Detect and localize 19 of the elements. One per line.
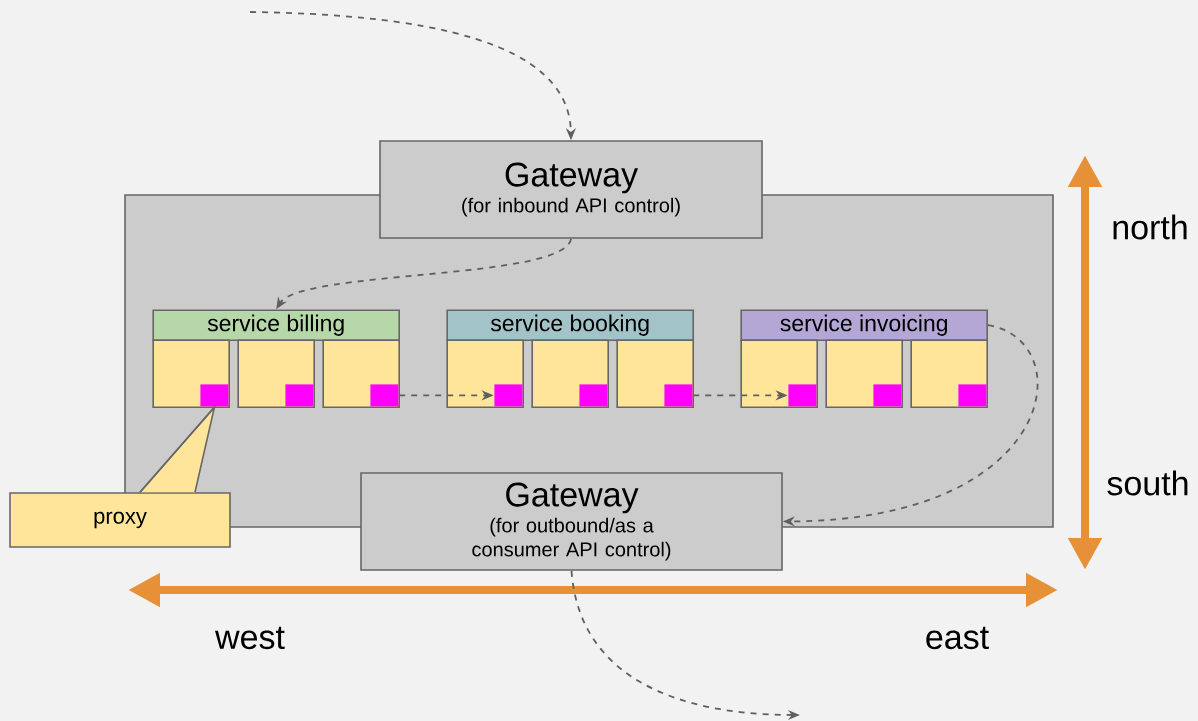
service-header: service invoicing <box>740 309 988 341</box>
callout-box: proxy <box>9 492 231 548</box>
proxy-box <box>370 384 399 407</box>
direction-label: west <box>215 626 285 650</box>
proxy-box <box>664 384 693 407</box>
proxy-box <box>579 384 608 407</box>
direction-label: east <box>926 626 989 650</box>
gateway-box: Gateway (for outbound/as a consumer API control) <box>360 472 783 571</box>
proxy-box <box>200 384 229 407</box>
proxy-box <box>873 384 902 407</box>
direction-label: north <box>1113 214 1187 240</box>
gateway-box: Gateway (for inbound API control) <box>379 140 763 239</box>
proxy-box <box>285 384 314 407</box>
proxy-box <box>494 384 523 407</box>
service-header: service billing <box>152 309 400 341</box>
proxy-box <box>788 384 817 407</box>
proxy-box <box>958 384 987 407</box>
direction-label: south <box>1107 470 1188 496</box>
service-header: service booking <box>446 309 694 341</box>
